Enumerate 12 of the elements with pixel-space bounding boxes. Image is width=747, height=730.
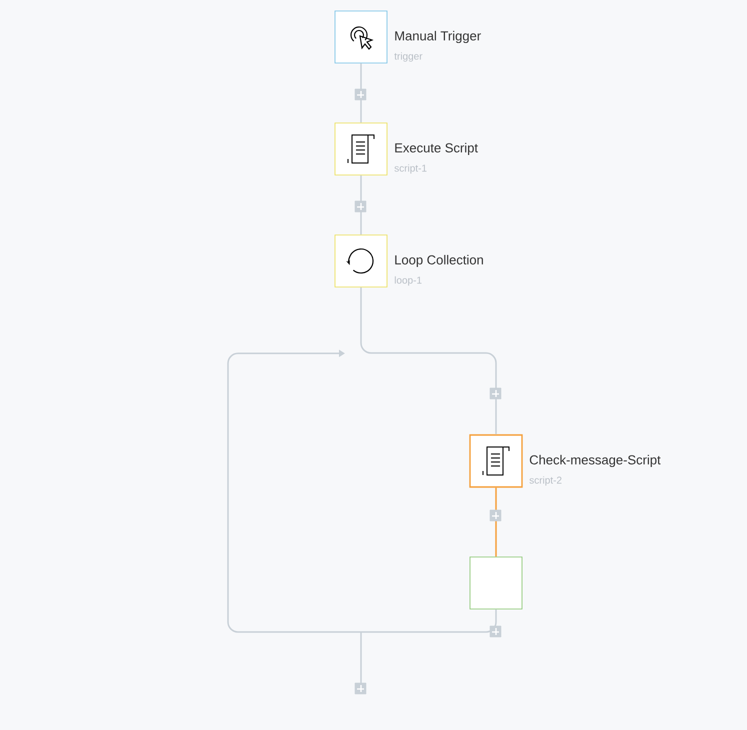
- step-id: trigger: [394, 52, 422, 62]
- step-id: loop-1: [394, 276, 422, 286]
- connector: [495, 488, 497, 557]
- step-box: [470, 556, 522, 610]
- step-title: Check-message-Script: [530, 454, 661, 468]
- step-id: script-2: [529, 476, 562, 486]
- step-title: Manual Trigger: [395, 30, 481, 44]
- step-id: script-1: [394, 164, 426, 174]
- connector: [360, 287, 497, 434]
- step-title: Execute Script: [395, 142, 478, 156]
- connector: [227, 350, 497, 633]
- step-title: Loop Collection: [395, 254, 483, 268]
